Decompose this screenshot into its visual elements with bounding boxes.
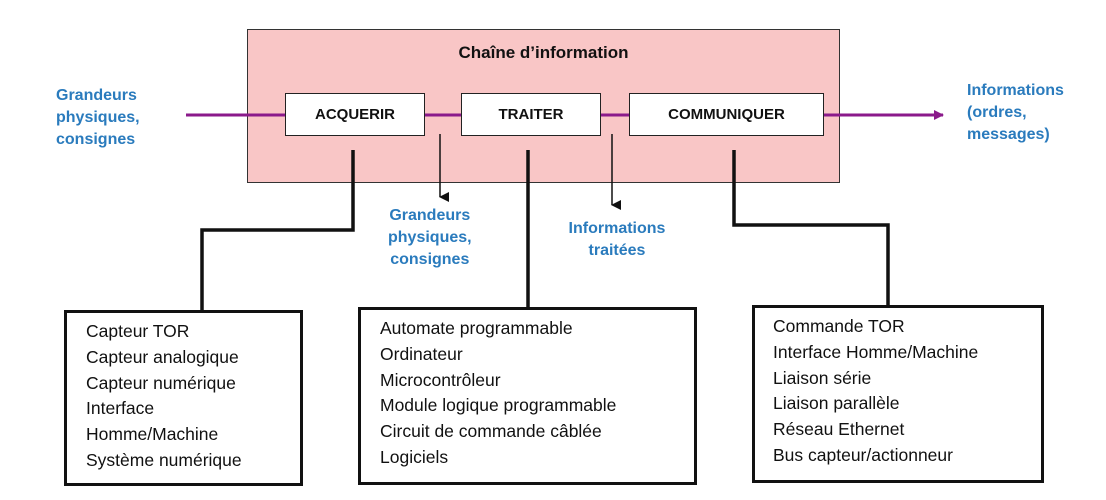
list-item: Microcontrôleur xyxy=(380,369,501,390)
block-acquerir: ACQUERIR xyxy=(285,93,425,136)
list-item: Bus capteur/actionneur xyxy=(773,444,953,465)
list-item: Capteur analogique xyxy=(86,346,239,367)
output-label-line: messages) xyxy=(967,126,1050,143)
intermediate-label-line: physiques, xyxy=(388,229,472,246)
intermediate-label-acquired: Grandeurs physiques, consignes xyxy=(388,205,472,271)
input-label-line: consignes xyxy=(56,131,136,148)
intermediate-label-line: Grandeurs xyxy=(389,207,471,224)
list-item: Automate programmable xyxy=(380,318,573,338)
list-item: Commande TOR xyxy=(773,316,905,336)
output-label: Informations (ordres, messages) xyxy=(967,80,1064,146)
list-item: Liaison série xyxy=(773,367,872,388)
communiquer-connector xyxy=(732,150,890,308)
intermediate-label-line: traitées xyxy=(588,242,646,259)
input-label-line: Grandeurs xyxy=(56,87,137,104)
block-communiquer: COMMUNIQUER xyxy=(629,93,824,136)
list-item: Circuit de commande câblée xyxy=(380,421,602,442)
list-item: Ordinateur xyxy=(380,343,463,364)
output-label-line: Informations xyxy=(967,82,1064,99)
list-item: Système numérique xyxy=(86,449,242,470)
list-item: Capteur numérique xyxy=(86,372,236,393)
block-traiter: TRAITER xyxy=(461,93,601,136)
intermediate-label-line: Informations xyxy=(568,220,666,237)
chain-title: Chaîne d’information xyxy=(458,43,629,62)
list-item: Logiciels xyxy=(380,446,449,467)
list-communiquer: Commande TOR Interface Homme/Machine Lia… xyxy=(752,305,1044,483)
list-item: Homme/Machine xyxy=(86,424,219,445)
list-item: Interface Homme/Machine xyxy=(773,341,979,362)
intermediate-label-line: consignes xyxy=(390,251,470,268)
list-item: Capteur TOR xyxy=(86,321,190,341)
list-item: Interface xyxy=(86,398,155,419)
input-label: Grandeurs physiques, consignes xyxy=(56,85,140,151)
intermediate-label-processed: Informations traitées xyxy=(556,218,678,262)
list-item: Réseau Ethernet xyxy=(773,419,905,440)
list-item: Liaison parallèle xyxy=(773,393,900,414)
list-traiter: Automate programmable Ordinateur Microco… xyxy=(358,307,697,485)
list-item: Module logique programmable xyxy=(380,395,617,416)
input-label-line: physiques, xyxy=(56,109,140,126)
acquerir-connector xyxy=(200,150,355,312)
output-label-line: (ordres, xyxy=(967,104,1027,121)
list-acquerir: Capteur TOR Capteur analogique Capteur n… xyxy=(64,310,303,486)
